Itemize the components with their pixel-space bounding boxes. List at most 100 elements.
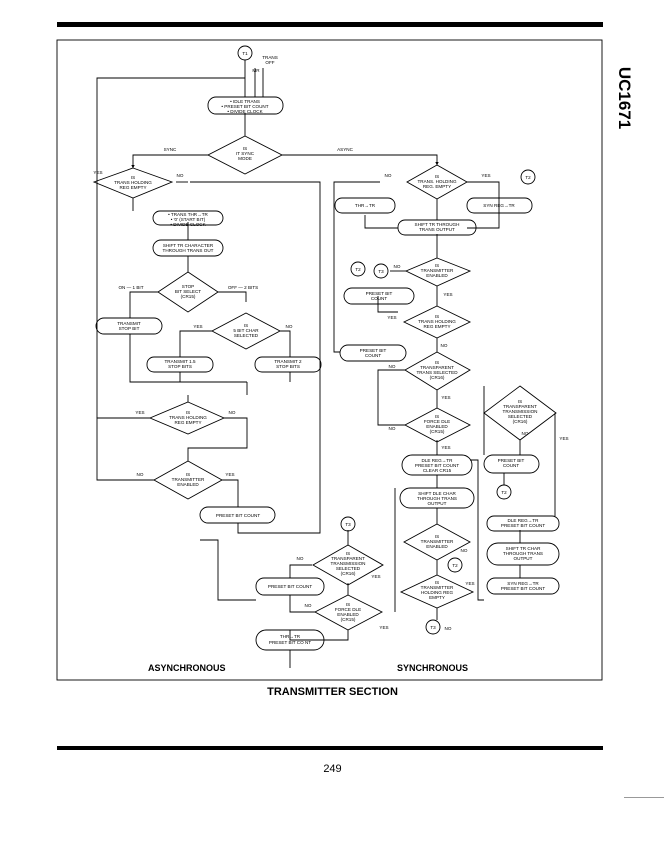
sten-text: ENABLED (426, 273, 448, 278)
tsb-text: STOP BIT (119, 326, 140, 331)
box-idle (207, 96, 284, 115)
sdle-text: OUTPUT (428, 501, 447, 506)
sync-section-label: SYNCHRONOUS (397, 663, 469, 673)
pbc-text: PRESET BIT COUNT (216, 513, 260, 518)
box-shift-char (152, 239, 224, 257)
t2-label: T2 (452, 563, 458, 568)
no-label: NO (441, 343, 448, 348)
flow-line (131, 154, 208, 169)
ten-text: ENABLED (177, 482, 199, 487)
sthr-text: TRANS. HOLDING (417, 179, 456, 184)
syn2-text: SYN REG→TR (507, 581, 539, 586)
stc-text: OUTPUT (514, 556, 533, 561)
yes-label: YES (559, 436, 568, 441)
no-label: NO (461, 548, 468, 553)
sync-q-text: IT SYNC (236, 151, 255, 156)
no-label: NO (297, 556, 304, 561)
ten2-text: ENABLED (426, 544, 448, 549)
flow-line (254, 68, 264, 97)
flow-line (218, 291, 247, 302)
figure-caption: TRANSMITTER SECTION (267, 686, 398, 698)
connector-t3-bottom (425, 619, 441, 635)
ts-text: IS (435, 314, 439, 319)
stop-text: (CR15) (181, 294, 196, 299)
tsb-text: TRANSMIT (117, 321, 141, 326)
tts-text: IS (435, 360, 439, 365)
dle2-text: PRESET BIT COUNT (501, 523, 545, 528)
tsel-text: TRANSMISSION (331, 561, 366, 566)
sthr-text: IS (435, 174, 439, 179)
scan-mark (624, 797, 664, 798)
figure-frame (56, 39, 603, 681)
pb2-text: PRESET BIT (360, 348, 387, 353)
flow-line (129, 291, 158, 318)
yes-label: YES (465, 581, 474, 586)
sshift-text: TRANS OUTPUT (419, 227, 455, 232)
decision-sync-mode (207, 135, 283, 175)
athr-text: REG EMPTY (119, 185, 146, 190)
trans-off-label: TRANS (262, 55, 278, 60)
ten-text: IS (186, 472, 190, 477)
trans-off-label-2: OFF (265, 60, 274, 65)
thrpb-text: PRESET BIT CO NT (269, 640, 311, 645)
pb-text: COUNT (371, 296, 388, 301)
fd2-text: FORCE DLE (335, 607, 361, 612)
shift-text: SHIFT TR CHARACTER (163, 243, 214, 248)
box-transmit-stop-bit (95, 317, 163, 335)
page-number: 249 (323, 763, 342, 775)
athr2-text: TRANS HOLDING (169, 415, 207, 420)
flow-line (289, 630, 349, 641)
fd2-text: ENABLED (337, 612, 359, 617)
async-section-label: ASYNCHRONOUS (148, 663, 226, 673)
yes-label: YES (441, 395, 450, 400)
thr-tr-text: THR→TR (355, 203, 376, 208)
flow-line (187, 417, 248, 461)
sthr-text: REG. EMPTY (423, 184, 451, 189)
yes-label: YES (379, 625, 388, 630)
idle-text: • IDLE TRANS (230, 99, 260, 104)
box-dle-reg-2 (486, 515, 560, 532)
box-dle-reg (401, 454, 473, 476)
yes-label: YES (441, 445, 450, 450)
ts-text: REG EMPTY (423, 324, 450, 329)
t2-label: T2 (355, 267, 361, 272)
fdle-text: (CR15) (430, 429, 445, 434)
yes-label: YES (135, 410, 144, 415)
thr2-text: IS (435, 580, 439, 585)
connector-t1 (237, 45, 253, 61)
flow-line (96, 417, 155, 481)
stop-text: BIT SELECT (175, 289, 201, 294)
t2-label: T2 (501, 490, 507, 495)
tsel-text: IS (346, 551, 350, 556)
five-text: 5 BIT CHAR (233, 328, 259, 333)
flow-line (333, 181, 380, 353)
decision-force-dle-2 (314, 594, 383, 631)
thr2-text: HOLDING REG (421, 590, 454, 595)
ten2-text: TRANSMITTER (421, 539, 454, 544)
decision-async-thr-empty (92, 167, 174, 199)
box-thr-preset (255, 629, 325, 651)
start-text: • DIVIDE CLOCK (170, 222, 206, 227)
start-text: • '0' (START BIT) (171, 217, 206, 222)
flow-line (96, 77, 245, 418)
t3-label: T3 (430, 625, 436, 630)
dle2-text: DLE REG→TR (508, 518, 540, 523)
decision-force-dle (404, 407, 471, 443)
connector-t2-bottom (496, 484, 512, 500)
no-label: NO (445, 626, 452, 631)
pb3-text: COUNT (503, 463, 520, 468)
flow-line (282, 154, 439, 166)
box-thr-tr (334, 197, 396, 214)
yes-label: YES (225, 472, 234, 477)
fd2-text: (CR15) (341, 617, 356, 622)
connector-t3-mid (340, 516, 356, 532)
no-label: NO (385, 173, 392, 178)
tsel-text: TRANSPARENT (331, 556, 365, 561)
t3-label: T3 (345, 522, 351, 527)
sync-q-text: MODE (238, 156, 252, 161)
no-label: NO (389, 426, 396, 431)
ts-text: TRANS HOLDING (418, 319, 456, 324)
sdle-text: SHIFT DLE CHAR (418, 491, 456, 496)
fdle-text: ENABLED (426, 424, 448, 429)
